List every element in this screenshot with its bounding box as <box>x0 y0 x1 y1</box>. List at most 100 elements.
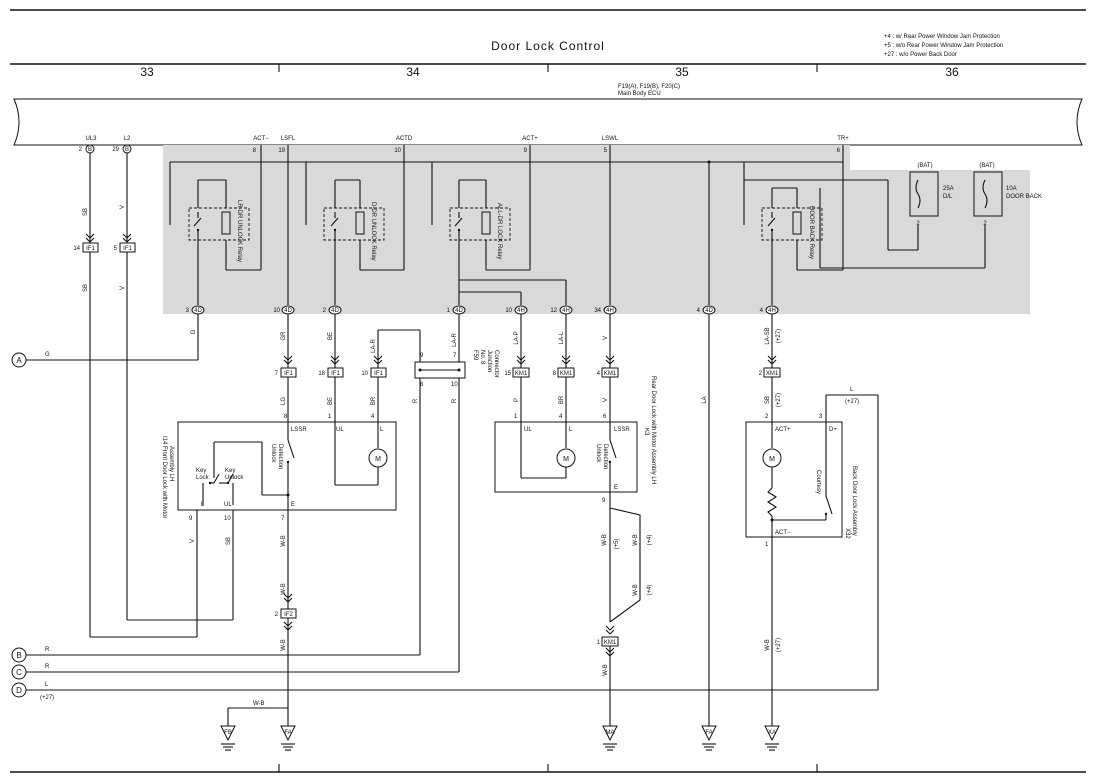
svg-text:Unlock: Unlock <box>595 444 601 463</box>
svg-text:B: B <box>16 651 21 660</box>
junction-connector-f59: 9 7 8 10 F59 No. 8 Junction Connector <box>414 350 499 388</box>
svg-text:5: 5 <box>114 246 118 252</box>
rear-door-lock-assembly: 1 4 6 UL L LSSR E 9 M Unlock Detection K… <box>494 376 656 504</box>
svg-text:W-B: W-B <box>602 534 608 546</box>
svg-text:K3: K3 <box>643 428 649 436</box>
svg-text:BR: BR <box>559 395 565 404</box>
svg-text:34: 34 <box>594 308 601 314</box>
svg-text:W-B: W-B <box>253 701 265 707</box>
svg-text:IF1: IF1 <box>123 246 132 252</box>
svg-text:P: P <box>514 398 520 402</box>
svg-text:E: E <box>614 485 618 491</box>
svg-text:L2: L2 <box>124 136 131 142</box>
svg-text:(+27): (+27) <box>776 393 782 407</box>
svg-text:UL: UL <box>336 427 344 433</box>
conn-if1-5: 5 IF1 <box>114 242 136 253</box>
svg-text:29: 29 <box>112 147 119 153</box>
svg-text:Connector: Connector <box>493 350 499 378</box>
svg-text:9: 9 <box>420 353 424 359</box>
svg-text:XM1: XM1 <box>766 371 779 377</box>
svg-text:Assembly LH: Assembly LH <box>168 446 174 481</box>
svg-text:12: 12 <box>550 308 557 314</box>
svg-text:No. 8: No. 8 <box>479 350 485 365</box>
svg-text:4: 4 <box>697 308 701 314</box>
svg-text:E: E <box>291 502 295 508</box>
svg-text:4H: 4H <box>517 308 525 314</box>
svg-text:(+5): (+5) <box>614 539 620 550</box>
svg-text:Key: Key <box>196 468 206 474</box>
out-conn-1-4d: 1 4D <box>447 305 466 315</box>
front-door-lock-assembly: 8 1 4 LSSR UL L E L UL 9 10 7 Unlock Det… <box>161 414 397 522</box>
svg-text:B: B <box>125 147 129 153</box>
ecu-name-2: Main Body ECU <box>618 91 661 97</box>
svg-text:6: 6 <box>603 414 607 420</box>
svg-text:Courtesy: Courtesy <box>815 470 821 494</box>
svg-text:W-B: W-B <box>281 583 287 595</box>
svg-text:M: M <box>769 456 775 463</box>
ecu-name-1: F19(A), F19(B), F20(C) <box>618 84 680 90</box>
ecu-pin-9: 9 <box>524 148 528 154</box>
connection-a: A <box>11 352 27 368</box>
svg-text:2: 2 <box>765 414 769 420</box>
svg-text:10: 10 <box>361 371 368 377</box>
out-conn-2-4d: 2 4D <box>323 305 342 315</box>
svg-text:SB: SB <box>83 208 89 216</box>
svg-text:BE: BE <box>328 332 334 340</box>
svg-text:(+27): (+27) <box>776 638 782 652</box>
svg-text:(+4): (+4) <box>647 585 653 596</box>
svg-text:IF1: IF1 <box>86 246 95 252</box>
svg-text:3: 3 <box>819 414 823 420</box>
relay-all-dr-lock: ALL-DR LOCK Relay <box>449 203 511 259</box>
svg-text:1: 1 <box>514 414 518 420</box>
svg-text:V: V <box>120 205 126 209</box>
svg-text:G: G <box>45 352 50 358</box>
svg-text:(+4): (+4) <box>647 535 653 546</box>
out-conn-3-4d: 3 4D <box>186 305 205 315</box>
svg-text:4D: 4D <box>455 308 463 314</box>
svg-text:IF1: IF1 <box>284 371 293 377</box>
svg-text:SB: SB <box>765 396 771 404</box>
relay-area <box>163 145 1030 314</box>
conn-if1-14: 14 IF1 <box>73 242 99 253</box>
svg-text:D-DR UNLOCK Relay: D-DR UNLOCK Relay <box>370 202 376 261</box>
svg-text:X32: X32 <box>844 528 850 539</box>
svg-text:Detection: Detection <box>602 444 608 469</box>
svg-text:2: 2 <box>916 221 920 227</box>
ecu-pin-6: 6 <box>837 148 841 154</box>
svg-text:4: 4 <box>597 371 601 377</box>
svg-text:Rear Door Lock with Motor Asse: Rear Door Lock with Motor Assembly LH <box>650 376 656 484</box>
svg-text:7: 7 <box>453 353 457 359</box>
conn-if1-10: 10 IF1 <box>361 367 387 378</box>
svg-text:M: M <box>563 456 569 463</box>
ground-fb: FB <box>220 725 236 751</box>
svg-text:9: 9 <box>189 516 193 522</box>
svg-text:Front Door Lock with Motor: Front Door Lock with Motor <box>161 446 167 518</box>
svg-text:10A: 10A <box>1006 186 1017 192</box>
svg-text:MA: MA <box>606 730 615 736</box>
svg-text:2: 2 <box>275 612 279 618</box>
svg-text:4H: 4H <box>768 308 776 314</box>
svg-text:KM1: KM1 <box>604 371 617 377</box>
svg-text:A: A <box>16 356 22 365</box>
svg-text:Unlock: Unlock <box>270 444 276 463</box>
svg-text:LA-L: LA-L <box>559 331 565 344</box>
svg-text:FA: FA <box>284 730 291 736</box>
svg-text:1: 1 <box>328 414 332 420</box>
svg-text:10: 10 <box>505 308 512 314</box>
svg-text:SB: SB <box>83 284 89 292</box>
conn-km1-15: 15 KM1 <box>504 367 530 378</box>
conn-if1-18: 18 IF1 <box>318 367 344 378</box>
svg-text:2: 2 <box>983 221 987 227</box>
out-conn-4-4d: 4 4D <box>697 305 716 315</box>
conn-km1-1: 1 KM1 <box>597 636 619 647</box>
svg-text:Junction: Junction <box>486 350 492 372</box>
ground-ma: MA <box>602 725 618 751</box>
svg-text:Detection: Detection <box>277 444 283 469</box>
svg-text:KM1: KM1 <box>560 371 573 377</box>
svg-text:IF1: IF1 <box>374 371 383 377</box>
svg-text:UL: UL <box>224 502 232 508</box>
svg-text:1: 1 <box>597 640 601 646</box>
out-conn-12-4h: 12 4H <box>550 305 573 315</box>
svg-text:SB: SB <box>226 537 232 545</box>
conn-xm1-2: 2 XM1 <box>759 367 781 378</box>
